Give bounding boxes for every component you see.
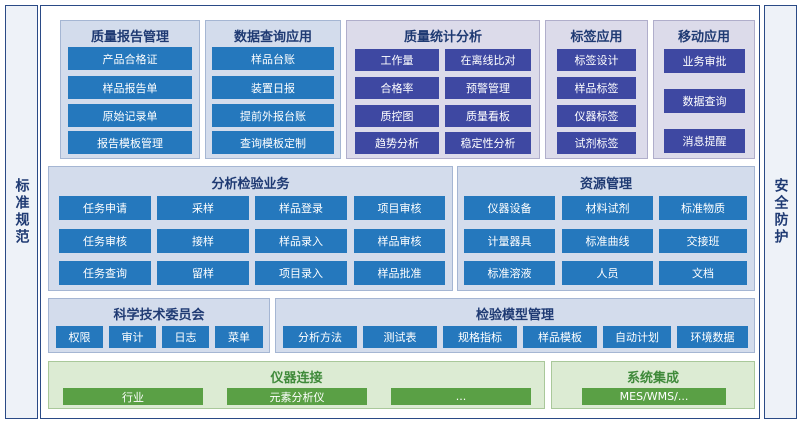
instrument-conn-item[interactable]: ... [391,388,531,405]
data-query-title: 数据查询应用 [233,30,312,45]
system-integration-panel: 系统集成 MES/WMS/... [551,361,755,409]
quality-report-item[interactable]: 产品合格证 [68,47,192,70]
committee-panel: 科学技术委员会 权限 审计 日志 菜单 [48,298,270,353]
committee-item[interactable]: 审计 [109,326,156,348]
quality-stats-item[interactable]: 质控图 [355,105,439,127]
mobile-app-item[interactable]: 数据查询 [664,89,745,113]
label-app-item[interactable]: 样品标签 [557,77,636,99]
instrument-conn-panel: 仪器连接 行业 元素分析仪 ... [48,361,545,409]
quality-stats-panel: 质量统计分析 工作量 在离线比对 合格率 预警管理 质控图 质量看板 趋势分析 … [346,20,540,159]
system-integration-item[interactable]: MES/WMS/... [582,388,726,405]
resource-mgmt-item[interactable]: 标准溶液 [464,261,555,285]
quality-stats-item[interactable]: 趋势分析 [355,132,439,154]
resource-mgmt-item[interactable]: 标准物质 [659,196,747,220]
analysis-business-item[interactable]: 样品审核 [354,229,445,253]
label-app-title: 标签应用 [570,30,623,45]
analysis-business-item[interactable]: 任务审核 [59,229,151,253]
model-mgmt-title: 检验模型管理 [475,308,554,323]
resource-mgmt-item[interactable]: 仪器设备 [464,196,555,220]
resource-mgmt-item[interactable]: 计量器具 [464,229,555,253]
analysis-business-panel: 分析检验业务 任务申请 采样 样品登录 项目审核 任务审核 接样 样品录入 样品… [48,166,453,291]
resource-mgmt-item[interactable]: 标准曲线 [562,229,653,253]
data-query-item[interactable]: 装置日报 [212,76,334,99]
model-mgmt-item[interactable]: 规格指标 [443,326,517,348]
data-query-item[interactable]: 样品台账 [212,47,334,70]
label-app-item[interactable]: 仪器标签 [557,105,636,127]
analysis-business-item[interactable]: 留样 [157,261,249,285]
analysis-business-item[interactable]: 样品登录 [255,196,347,220]
system-integration-title: 系统集成 [626,371,679,386]
quality-report-item[interactable]: 原始记录单 [68,104,192,127]
mobile-app-title: 移动应用 [677,30,730,45]
analysis-business-item[interactable]: 接样 [157,229,249,253]
quality-stats-item[interactable]: 工作量 [355,49,439,71]
quality-stats-item[interactable]: 质量看板 [445,105,531,127]
committee-title: 科学技术委员会 [113,308,205,323]
model-mgmt-item[interactable]: 环境数据 [677,326,748,348]
instrument-conn-item[interactable]: 行业 [63,388,203,405]
resource-mgmt-title: 资源管理 [579,177,632,192]
model-mgmt-panel: 检验模型管理 分析方法 测试表 规格指标 样品模板 自动计划 环境数据 [275,298,755,353]
data-query-item[interactable]: 提前外报台账 [212,104,334,127]
analysis-business-title: 分析检验业务 [211,177,290,192]
resource-mgmt-panel: 资源管理 仪器设备 材料试剂 标准物质 计量器具 标准曲线 交接班 标准溶液 人… [457,166,755,291]
standards-sidebar: 标准规范 [5,5,38,419]
instrument-conn-title: 仪器连接 [270,371,323,386]
analysis-business-item[interactable]: 任务申请 [59,196,151,220]
analysis-business-item[interactable]: 样品录入 [255,229,347,253]
analysis-business-item[interactable]: 项目录入 [255,261,347,285]
model-mgmt-item[interactable]: 测试表 [363,326,437,348]
quality-report-item[interactable]: 报告模板管理 [68,131,192,154]
quality-stats-title: 质量统计分析 [403,30,482,45]
security-sidebar: 安全防护 [764,5,797,419]
committee-item[interactable]: 权限 [56,326,103,348]
quality-stats-item[interactable]: 预警管理 [445,77,531,99]
data-query-panel: 数据查询应用 样品台账 装置日报 提前外报台账 查询模板定制 [205,20,341,159]
analysis-business-item[interactable]: 样品批准 [354,261,445,285]
model-mgmt-item[interactable]: 分析方法 [283,326,357,348]
quality-report-item[interactable]: 样品报告单 [68,76,192,99]
quality-stats-item[interactable]: 合格率 [355,77,439,99]
security-label: 安全防护 [772,178,789,246]
instrument-conn-item[interactable]: 元素分析仪 [227,388,367,405]
label-app-item[interactable]: 标签设计 [557,49,636,71]
data-query-item[interactable]: 查询模板定制 [212,131,334,154]
analysis-business-item[interactable]: 项目审核 [354,196,445,220]
resource-mgmt-item[interactable]: 交接班 [659,229,747,253]
quality-stats-item[interactable]: 在离线比对 [445,49,531,71]
analysis-business-item[interactable]: 采样 [157,196,249,220]
mobile-app-panel: 移动应用 业务审批 数据查询 消息提醒 [653,20,755,159]
model-mgmt-item[interactable]: 样品模板 [523,326,597,348]
analysis-business-item[interactable]: 任务查询 [59,261,151,285]
resource-mgmt-item[interactable]: 文档 [659,261,747,285]
resource-mgmt-item[interactable]: 人员 [562,261,653,285]
label-app-item[interactable]: 试剂标签 [557,132,636,154]
standards-label: 标准规范 [13,178,30,246]
quality-report-panel: 质量报告管理 产品合格证 样品报告单 原始记录单 报告模板管理 [60,20,200,159]
label-app-panel: 标签应用 标签设计 样品标签 仪器标签 试剂标签 [545,20,648,159]
mobile-app-item[interactable]: 消息提醒 [664,129,745,153]
mobile-app-item[interactable]: 业务审批 [664,49,745,73]
committee-item[interactable]: 菜单 [215,326,263,348]
quality-stats-item[interactable]: 稳定性分析 [445,132,531,154]
model-mgmt-item[interactable]: 自动计划 [603,326,671,348]
committee-item[interactable]: 日志 [162,326,209,348]
quality-report-title: 质量报告管理 [90,30,169,45]
resource-mgmt-item[interactable]: 材料试剂 [562,196,653,220]
